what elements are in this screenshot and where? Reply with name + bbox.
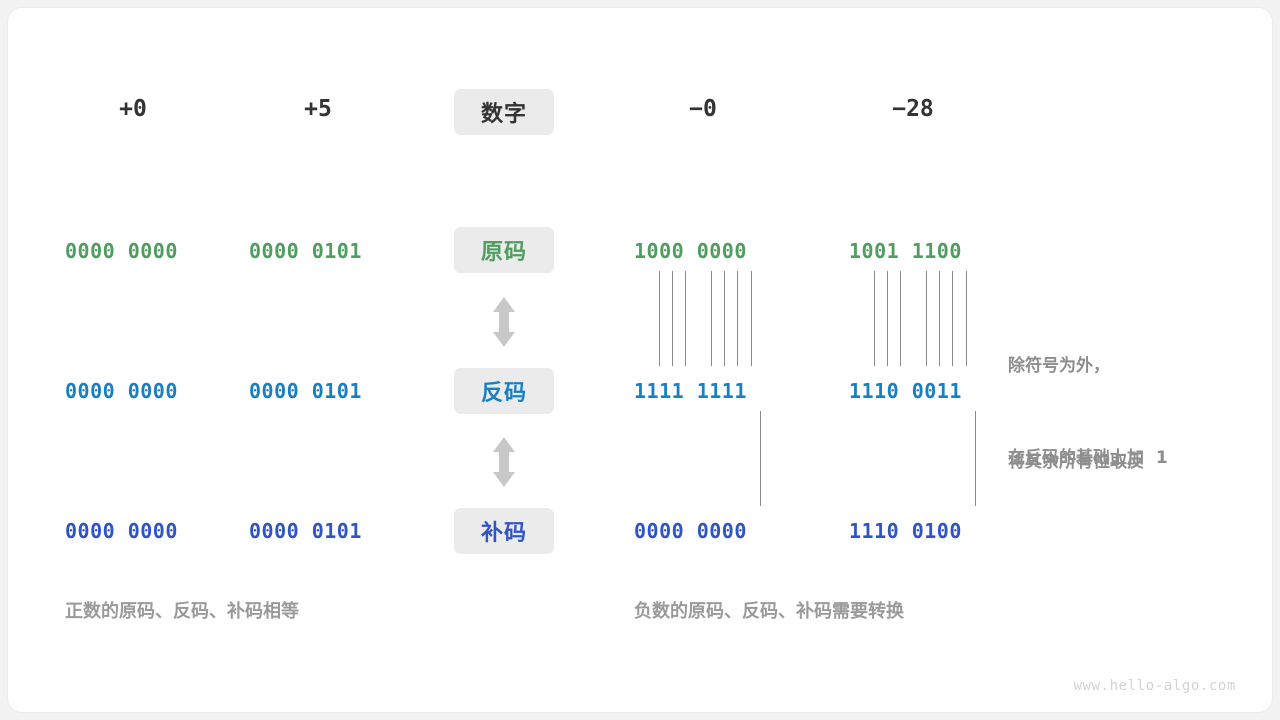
connector-line-bit7-minus-zero [737,271,738,366]
connector-line-bit7-minus-28 [952,271,953,366]
header-plus-zero: +0 [119,96,147,122]
true-form-minus-zero: 1000 0000 [634,239,747,263]
badge-ones-complement-label: 反码 [454,368,554,414]
ones-complement-minus-zero: 1111 1111 [634,379,747,403]
header-minus-zero: −0 [689,96,717,122]
badge-number-label: 数字 [454,89,554,135]
twos-complement-minus-twentyeight: 1110 0100 [849,519,962,543]
connector-line-lastbit-minus-28 [975,411,976,506]
connector-line-bit4-minus-28 [900,271,901,366]
connector-line-bit8-minus-28 [966,271,967,366]
true-form-plus-zero: 0000 0000 [65,239,178,263]
double-arrow-true-to-ones-icon [489,296,519,353]
connector-line-bit3-minus-zero [672,271,673,366]
connector-line-bit5-minus-28 [926,271,927,366]
badge-twos-complement-label: 补码 [454,508,554,554]
watermark-url: www.hello-algo.com [1073,678,1236,694]
note-invert-bits-line1: 除符号为外， [1008,356,1110,376]
connector-line-bit4-minus-zero [685,271,686,366]
connector-line-bit6-minus-28 [939,271,940,366]
note-add-one: 在反码的基础上加 1 [1008,448,1168,468]
diagram-card: +0 +5 数字 −0 −28 0000 0000 0000 0101 原码 1… [8,8,1272,712]
twos-complement-plus-zero: 0000 0000 [65,519,178,543]
caption-positive: 正数的原码、反码、补码相等 [65,601,299,622]
connector-line-bit8-minus-zero [751,271,752,366]
note-invert-bits: 除符号为外， 将其余所有位取反 [1008,286,1144,542]
note-invert-bits-line2: 将其余所有位取反 [1008,452,1144,472]
double-arrow-ones-to-twos-icon [489,436,519,493]
connector-line-bit2-minus-28 [874,271,875,366]
ones-complement-plus-zero: 0000 0000 [65,379,178,403]
ones-complement-minus-twentyeight: 1110 0011 [849,379,962,403]
twos-complement-minus-zero: 0000 0000 [634,519,747,543]
header-minus-twentyeight: −28 [892,96,934,122]
true-form-minus-twentyeight: 1001 1100 [849,239,962,263]
twos-complement-plus-five: 0000 0101 [249,519,362,543]
true-form-plus-five: 0000 0101 [249,239,362,263]
badge-true-form-label: 原码 [454,227,554,273]
ones-complement-plus-five: 0000 0101 [249,379,362,403]
connector-line-lastbit-minus-zero [760,411,761,506]
connector-line-bit2-minus-zero [659,271,660,366]
connector-line-bit5-minus-zero [711,271,712,366]
caption-negative: 负数的原码、反码、补码需要转换 [634,601,904,622]
connector-line-bit3-minus-28 [887,271,888,366]
header-plus-five: +5 [304,96,332,122]
connector-line-bit6-minus-zero [724,271,725,366]
